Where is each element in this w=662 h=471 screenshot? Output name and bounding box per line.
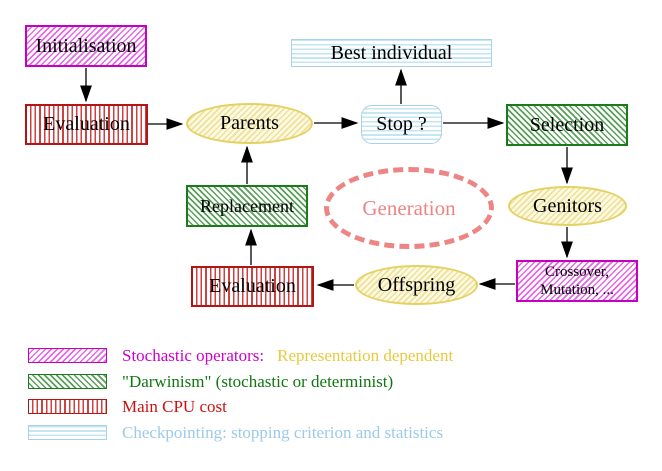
node-parents: Parents bbox=[186, 103, 313, 144]
node-selection: Selection bbox=[506, 104, 628, 146]
legend-row-stochastic: Stochastic operators: Representation depe… bbox=[122, 346, 453, 366]
legend-swatch-checkpointing bbox=[28, 425, 107, 440]
legend-representation-label: Representation dependent bbox=[277, 346, 454, 365]
legend-darwinism-label: "Darwinism" (stochastic or determinist) bbox=[122, 372, 394, 391]
node-initialisation: Initialisation bbox=[25, 25, 147, 67]
evaluation-top-label: Evaluation bbox=[43, 113, 130, 135]
legend-checkpointing-label: Checkpointing: stopping criterion and st… bbox=[122, 423, 444, 442]
node-best-individual: Best individual bbox=[291, 39, 492, 67]
generation-label: Generation bbox=[362, 195, 456, 220]
node-stop: Stop ? bbox=[361, 105, 442, 144]
best-individual-label: Best individual bbox=[330, 41, 453, 64]
parents-label: Parents bbox=[220, 112, 279, 134]
legend-swatch-darwinism bbox=[28, 374, 107, 389]
node-genitors: Genitors bbox=[508, 186, 627, 226]
replacement-label: Replacement bbox=[200, 195, 294, 216]
offspring-label: Offspring bbox=[377, 273, 456, 296]
initialisation-label: Initialisation bbox=[35, 34, 137, 57]
legend-cpu-cost-label: Main CPU cost bbox=[122, 397, 227, 416]
crossover-label-line2: Mutation, ... bbox=[540, 282, 614, 298]
legend-swatch-stochastic-operators bbox=[28, 348, 107, 363]
node-offspring: Offspring bbox=[355, 265, 478, 305]
node-replacement: Replacement bbox=[186, 185, 308, 227]
genitors-label: Genitors bbox=[533, 194, 602, 217]
node-crossover-mutation: Crossover, Mutation, ... bbox=[516, 260, 638, 302]
crossover-label-line1: Crossover, bbox=[545, 264, 609, 280]
generation-loop-ellipse: Generation bbox=[324, 167, 494, 249]
stop-label: Stop ? bbox=[376, 113, 427, 135]
node-evaluation-bottom: Evaluation bbox=[191, 266, 314, 307]
selection-label: Selection bbox=[529, 113, 605, 136]
legend-swatch-cpu-cost bbox=[28, 399, 107, 414]
node-evaluation-top: Evaluation bbox=[25, 104, 148, 145]
legend-stochastic-label: Stochastic operators: bbox=[122, 346, 265, 365]
evaluation-bottom-label: Evaluation bbox=[209, 275, 296, 297]
